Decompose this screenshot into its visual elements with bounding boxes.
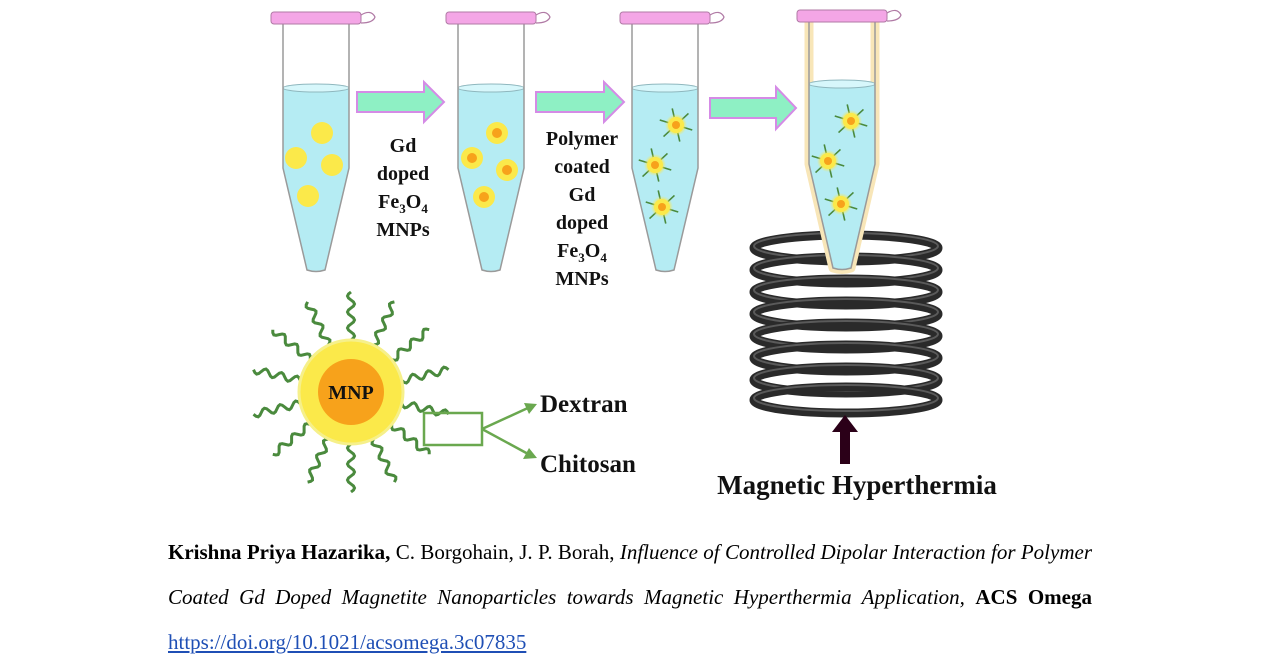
polymer-chain [370,438,398,483]
nanoparticle-schematic: MNP [252,290,450,494]
nanoparticle [645,190,679,224]
citation-journal: ACS Omega [975,585,1092,609]
coil-ring [749,382,943,418]
process-arrow-2 [535,79,626,125]
polymer-chain [272,422,311,457]
svg-text:Polymer: Polymer [546,128,618,150]
polymer-chain [373,300,395,347]
tube-4 [796,9,902,274]
tube-1 [270,11,376,273]
svg-text:doped: doped [556,212,608,234]
hyperthermia-label: Magnetic Hyperthermia [717,470,997,500]
nanoparticle [659,108,693,142]
svg-text:Fe3O4: Fe3O4 [557,240,607,265]
tube-2 [445,11,551,273]
nanoparticle [824,187,858,221]
nanoparticle [461,147,483,169]
svg-text:Gd: Gd [390,135,417,157]
polymer-chain [252,367,302,383]
polymer-chain [391,327,430,362]
mnp-label: MNP [328,382,374,404]
polymer-chain [400,365,450,385]
nanoparticle [811,144,845,178]
svg-text:Fe3O4: Fe3O4 [378,191,428,216]
svg-text:coated: coated [554,156,610,178]
svg-text:Gd: Gd [569,184,596,206]
nanoparticle [834,104,868,138]
nanoparticle [486,122,508,144]
citation-first-author: Krishna Priya Hazarika, [168,540,391,564]
polymer-chains [252,290,450,494]
nanoparticle [311,122,333,144]
step-2-label: Polymer coated Gd doped Fe3O4 MNPs [546,128,618,290]
doi-link[interactable]: https://doi.org/10.1021/acsomega.3c07835 [168,630,527,654]
svg-text:MNPs: MNPs [376,219,430,241]
particle-core [318,359,384,425]
nanoparticle [297,185,319,207]
svg-text:MNPs: MNPs [555,268,609,290]
nanoparticle [285,147,307,169]
citation-title: Influence of Controlled Dipolar Interact… [168,540,1092,609]
field-arrow [832,415,858,464]
step-1-label: Gd doped Fe3O4 MNPs [376,135,430,241]
process-arrow-1 [356,79,446,125]
chitosan-label: Chitosan [540,451,636,478]
polymer-chain [304,301,332,346]
citation-coauthors: C. Borgohain, J. P. Borah, [390,540,620,564]
nanoparticle [638,148,672,182]
polymer-chain [390,424,431,455]
citation: Krishna Priya Hazarika, C. Borgohain, J.… [168,530,1092,665]
polymer-chain [271,329,312,360]
svg-text:doped: doped [377,163,429,185]
polymer-chain [345,290,357,342]
synthesis-diagram: Gd doped Fe3O4 MNPs Polymer coated Gd do… [252,9,997,500]
tube-3 [619,11,725,273]
polymer-chain [307,437,329,484]
coating-callout [422,403,537,459]
polymer-chain [252,399,302,419]
polymer-chain [345,442,357,494]
nanoparticle [321,154,343,176]
process-arrow-3 [709,84,798,132]
dextran-label: Dextran [540,391,628,418]
induction-coil [749,230,943,418]
nanoparticle [496,159,518,181]
nanoparticle [473,186,495,208]
